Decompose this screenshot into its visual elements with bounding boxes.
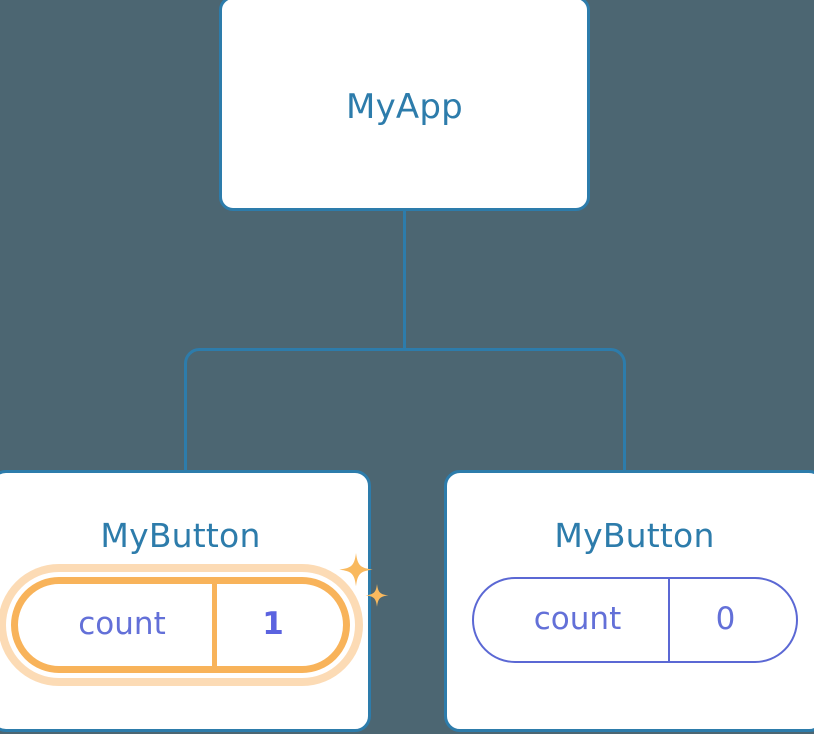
state-pill-wrap-right: count 0 (471, 577, 798, 663)
node-myapp[interactable]: MyApp (219, 0, 590, 211)
node-title: MyButton (554, 516, 715, 555)
state-pill-key-label: count (533, 600, 622, 637)
sparkle-large-icon (339, 553, 373, 587)
state-pill-wrap-left: count 1 (11, 553, 389, 673)
state-pill-key-label: count (78, 605, 166, 642)
state-pill-value: 0 (667, 579, 796, 661)
state-pill-key: count (18, 584, 212, 666)
node-title: MyApp (346, 86, 463, 127)
connector-bus-left (184, 348, 405, 472)
state-pill-count-right[interactable]: count 0 (471, 577, 798, 663)
state-pill-value: 1 (212, 584, 343, 666)
connector-bus-right (404, 348, 626, 472)
state-pill-value-label: 1 (262, 605, 284, 642)
node-title: MyButton (100, 516, 261, 555)
node-mybutton-left[interactable]: MyButton count 1 (0, 470, 389, 732)
state-pill-key: count (474, 579, 668, 661)
state-pill-count-left[interactable]: count 1 (11, 577, 350, 673)
state-pill-value-label: 0 (715, 600, 736, 637)
node-mybutton-right[interactable]: MyButton count 0 (444, 470, 814, 732)
